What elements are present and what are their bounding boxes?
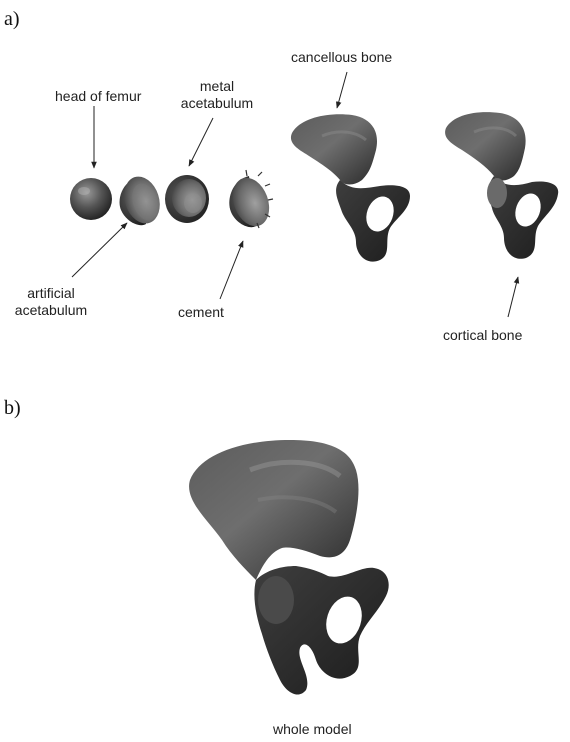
- arrow-cement: [220, 241, 243, 299]
- artificial-acetabulum-shape: [118, 172, 165, 228]
- cortical-bone-shape: [445, 112, 558, 259]
- metal-acetabulum-shape: [165, 175, 209, 223]
- cancellous-bone-shape: [291, 114, 410, 261]
- arrow-metal-acetabulum: [189, 118, 213, 166]
- whole-model-shape: [189, 440, 389, 695]
- cement-shape: [226, 170, 275, 231]
- arrow-cancellous-bone: [337, 72, 347, 108]
- arrow-artificial-acetabulum: [72, 223, 127, 277]
- femur-head-shape: [70, 178, 112, 220]
- arrow-cortical-bone: [508, 277, 518, 317]
